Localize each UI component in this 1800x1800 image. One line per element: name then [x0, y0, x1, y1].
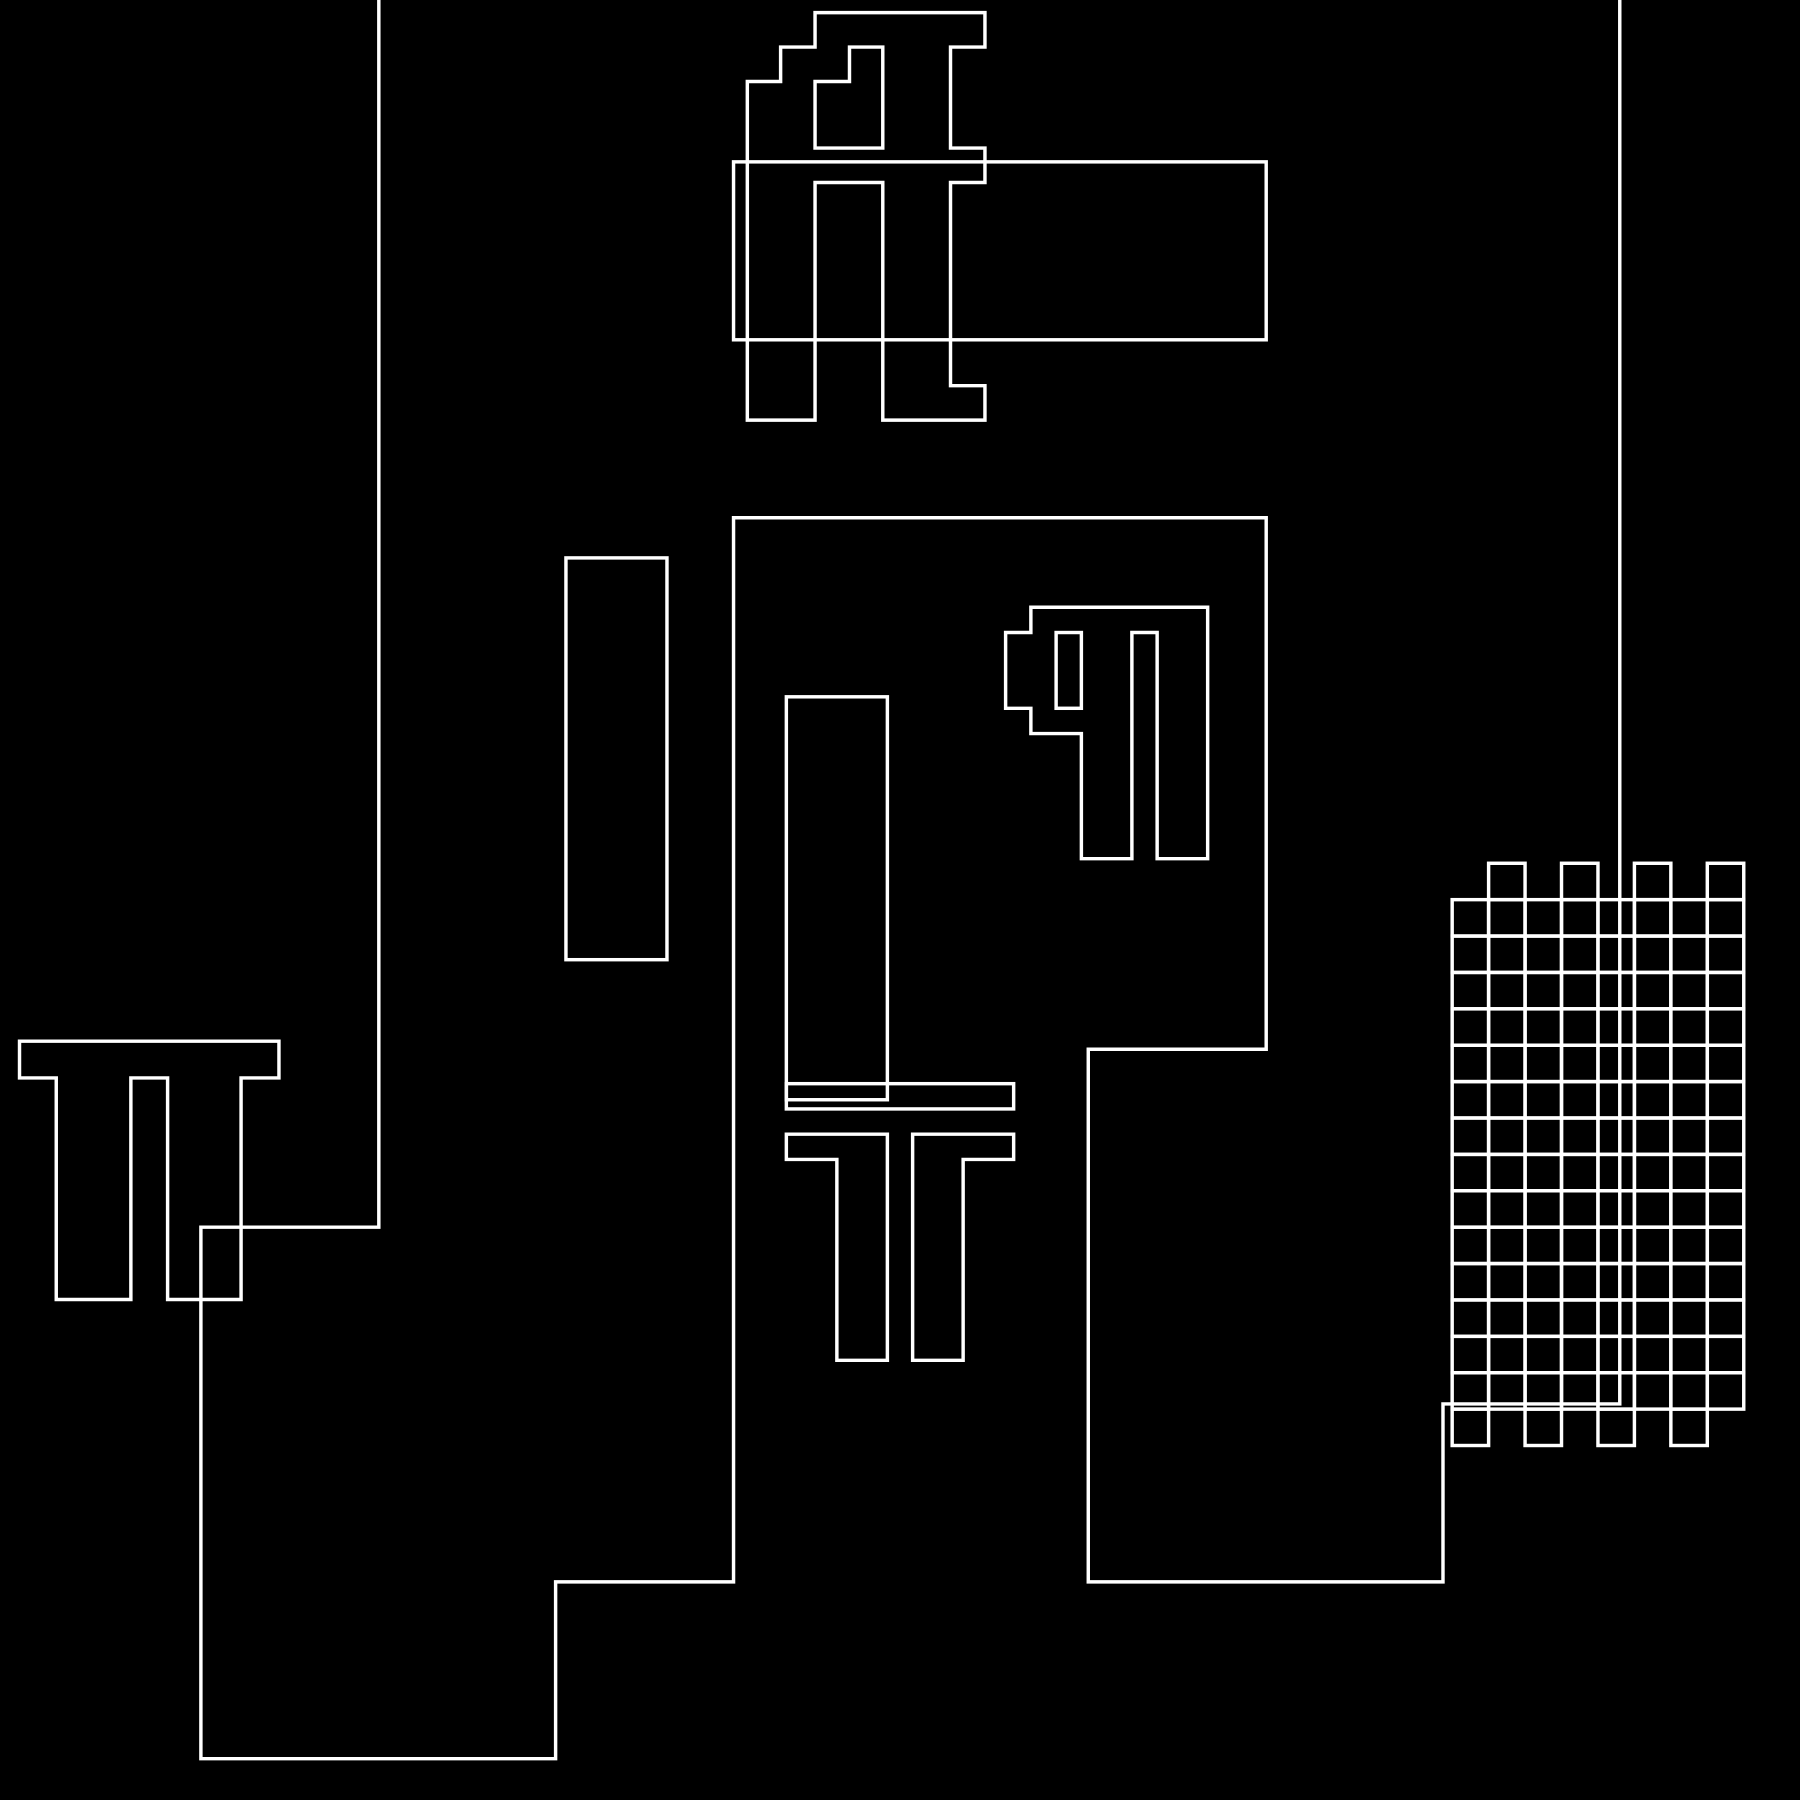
checker-grid [1450, 861, 1746, 1448]
top-glyph-outer [745, 10, 987, 422]
center-tall-rect [784, 695, 890, 1102]
grid-cell [1669, 1407, 1710, 1448]
right-glyph-inner [1054, 630, 1084, 711]
grid-cell [1450, 1407, 1491, 1448]
grid-cell [1705, 1371, 1746, 1411]
right-glyph-outer [1003, 605, 1210, 861]
pi-glyph [17, 1039, 281, 1302]
t-glyph-left [784, 1132, 890, 1363]
right-glyph [1003, 605, 1210, 861]
t-glyph-right [910, 1132, 1016, 1363]
t-glyph-pair [784, 1132, 1016, 1363]
top-glyph [745, 10, 987, 422]
left-tall-rect [564, 556, 669, 962]
grid-cell [1596, 1407, 1637, 1448]
grid-cell [1523, 1407, 1564, 1448]
top-wide-rect [731, 160, 1268, 342]
top-glyph-inner [813, 45, 885, 150]
horizontal-bar [784, 1081, 1016, 1111]
main-outline-path [199, 0, 1622, 1761]
